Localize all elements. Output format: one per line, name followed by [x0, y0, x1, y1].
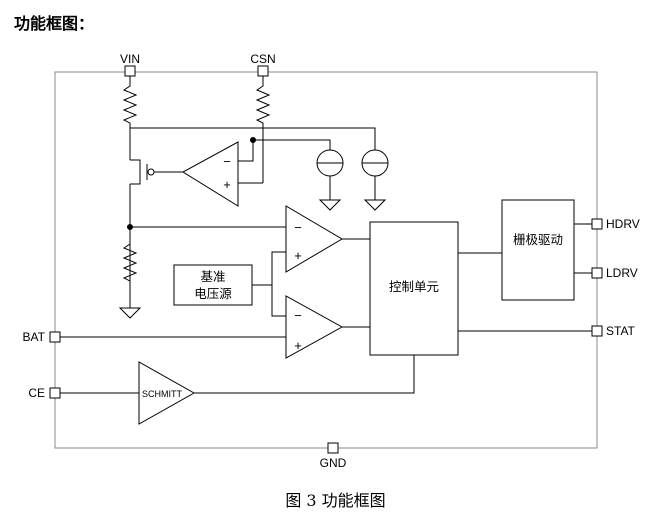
csn-sense-resistor [255, 76, 271, 128]
ground-symbol-3 [118, 307, 142, 319]
error-amp-minus: − [223, 154, 231, 169]
top-supply-wire [130, 127, 376, 150]
stat-pin [591, 325, 603, 337]
error-amplifier [182, 141, 239, 207]
gate-driver-label: 栅极驱动 [513, 232, 563, 247]
vin-pin [124, 65, 136, 77]
bat-pin [49, 331, 61, 343]
current-source-wire [253, 139, 331, 150]
ground-symbol-2 [363, 199, 387, 211]
vin-label: VIN [120, 52, 140, 66]
pmos-channel [130, 159, 141, 185]
gnd-pin [327, 442, 339, 454]
ldrv-label: LDRV [606, 266, 638, 280]
comparator-1-plus: + [294, 248, 302, 263]
reference-label-line1: 基准 [200, 270, 225, 284]
vin-sense-resistor [122, 76, 138, 128]
divider-resistor [122, 236, 138, 300]
reference-label-line2: 电压源 [194, 287, 232, 301]
csn-label: CSN [250, 52, 275, 66]
hdrv-label: HDRV [606, 217, 640, 231]
chip-outline [54, 71, 598, 449]
comparator-2-plus: + [294, 338, 302, 353]
comparator-2 [285, 295, 344, 359]
schmitt-to-control-wire [194, 355, 415, 394]
hdrv-pin [591, 218, 603, 230]
control-unit-block [369, 221, 459, 356]
comparator-1-minus: − [294, 220, 302, 235]
ce-label: CE [28, 386, 45, 400]
ldrv-pin [591, 267, 603, 279]
csn-pin [257, 65, 269, 77]
gate-driver-block [501, 199, 575, 301]
reference-distribution-wire [271, 251, 286, 317]
comparator-1 [285, 205, 343, 273]
reference-voltage-block [173, 264, 253, 306]
schmitt-label: SCHMITT [142, 389, 182, 399]
control-unit-label: 控制单元 [389, 280, 439, 294]
page-heading: 功能框图： [14, 14, 95, 33]
error-amp-inv-wire [238, 140, 254, 162]
stat-label: STAT [606, 324, 636, 338]
comparator-2-minus: − [294, 308, 302, 323]
pmos-gate-bubble [147, 168, 155, 176]
error-amp-plus: + [223, 177, 231, 192]
figure-caption: 图 3 功能框图 [285, 491, 386, 510]
ground-symbol-1 [318, 199, 342, 211]
ce-pin [49, 387, 61, 399]
gnd-label: GND [320, 456, 347, 470]
bat-label: BAT [23, 330, 46, 344]
schmitt-trigger [138, 361, 196, 425]
